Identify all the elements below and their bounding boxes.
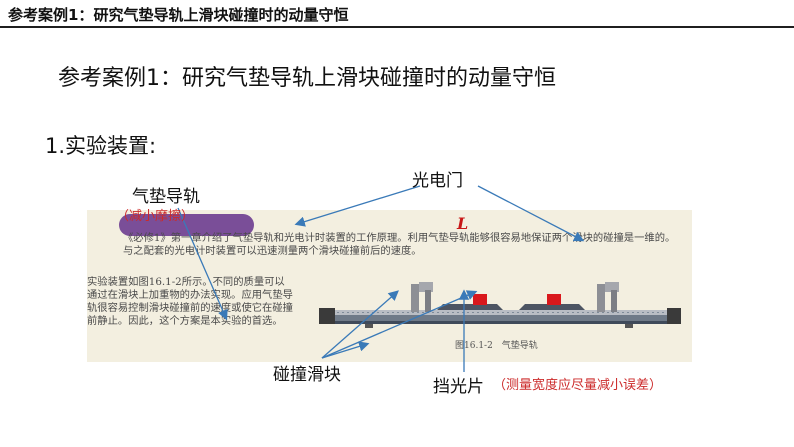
- pointer-slider-c: [321, 341, 370, 359]
- track-right-end: [667, 308, 681, 324]
- note-air-track: （减小摩擦）: [116, 209, 195, 224]
- page-title: 参考案例1：研究气垫导轨上滑块碰撞时的动量守恒: [58, 66, 556, 91]
- slider-b-body: [519, 304, 585, 310]
- textbook-figure: L 《必修1》第一章介绍了气垫导轨和光电计时装置的工作原理。利用气垫导轨能够很容…: [87, 210, 692, 362]
- label-collision-slider: 碰撞滑块: [273, 365, 341, 385]
- slider-b-shade-piece: [547, 294, 561, 305]
- photogate-left-post: [411, 284, 419, 312]
- textbook-letter-L: L: [457, 214, 469, 233]
- slider-a-shade-piece: [473, 294, 487, 305]
- photogate-left-arm: [419, 282, 433, 292]
- textbook-section-badge: [119, 214, 254, 236]
- track-rail-base: [335, 321, 667, 324]
- track-left-end: [319, 308, 335, 324]
- pointer-slider-a: [321, 290, 399, 359]
- track-rail-top: [335, 310, 667, 315]
- pointer-slider-b: [321, 290, 478, 359]
- label-photogate: 光电门: [412, 171, 463, 191]
- label-air-track: 气垫导轨: [132, 187, 200, 207]
- note-shading-piece: （测量宽度应尽量减小误差）: [493, 378, 663, 393]
- header-title: 参考案例1：研究气垫导轨上滑块碰撞时的动量守恒: [8, 6, 349, 24]
- slider-a-body: [437, 304, 503, 310]
- section-heading: 1.实验装置:: [45, 134, 157, 158]
- photogate-left-frame: [425, 290, 431, 312]
- textbook-column-text: 实验装置如图16.1-2所示。不同的质量可以通过在滑块上加重物的办法实现。应用气…: [87, 276, 293, 327]
- air-track-illustration: [319, 282, 681, 328]
- header-rule: [0, 26, 794, 28]
- pointer-photogate-right: [477, 185, 585, 242]
- textbook-caption: 图16.1-2 气垫导轨: [455, 341, 538, 351]
- pointer-air-track: [177, 207, 228, 321]
- label-shading-piece: 挡光片: [433, 377, 484, 397]
- photogate-right-post: [597, 284, 605, 312]
- track-foot-right: [625, 324, 633, 328]
- photogate-right-arm: [605, 282, 619, 292]
- pointer-photogate-left: [294, 185, 421, 227]
- photogate-right-frame: [611, 290, 617, 312]
- track-foot-left: [365, 324, 373, 328]
- track-rail-body: [335, 315, 667, 321]
